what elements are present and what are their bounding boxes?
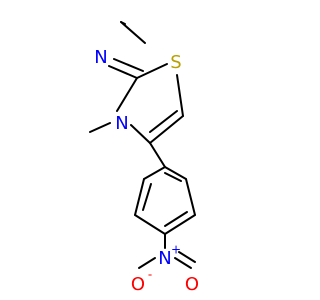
nitro-oxygen-top-label: O xyxy=(185,274,199,295)
bond-c5-c4-double xyxy=(149,110,178,133)
bond-n3-methyl xyxy=(89,122,111,133)
bond-nitro-o-top xyxy=(174,257,192,269)
bond-benz-6 xyxy=(164,166,187,180)
bond-benz-inner-2 xyxy=(164,211,188,227)
bond-benz-1 xyxy=(143,166,166,180)
bond-nitro-o-side xyxy=(138,257,156,269)
bond-imine-double-2 xyxy=(108,65,138,79)
bond-c4-aryl xyxy=(149,142,166,168)
ring-nitrogen-label: N xyxy=(115,113,128,134)
bond-benz-2 xyxy=(134,178,145,216)
nitro-nitrogen-label: N xyxy=(158,248,171,269)
atom-labels: N S N N + O O - xyxy=(94,47,199,295)
bond-c2-s xyxy=(136,63,168,79)
nitro-oxygen-side-charge: - xyxy=(148,268,152,282)
ring-sulfur-label: S xyxy=(170,52,181,73)
nitro-nitrogen-charge: + xyxy=(171,243,181,257)
bond-benz-4 xyxy=(164,214,196,235)
bond-n3-c2 xyxy=(116,77,138,112)
bond-benz-3 xyxy=(134,214,166,235)
bond-imine-n-methyl xyxy=(120,21,146,44)
bond-nitro-o-top-double xyxy=(178,251,196,263)
bond-benz-inner-3 xyxy=(164,172,182,182)
nitro-oxygen-side-label: O xyxy=(131,274,145,295)
bond-methyl-end xyxy=(120,21,126,25)
bond-s-c5 xyxy=(176,74,184,117)
imine-nitrogen-label: N xyxy=(94,47,107,68)
bond-c4-n3 xyxy=(130,124,151,144)
bond-c5-c4 xyxy=(149,115,184,144)
bond-benz-inner-1 xyxy=(142,183,152,211)
bond-benz-5 xyxy=(185,178,196,216)
bond-imine-double-1 xyxy=(113,58,144,72)
bond-lines xyxy=(89,21,196,269)
molecule-structure-diagram: N S N N + O O - xyxy=(89,21,199,295)
